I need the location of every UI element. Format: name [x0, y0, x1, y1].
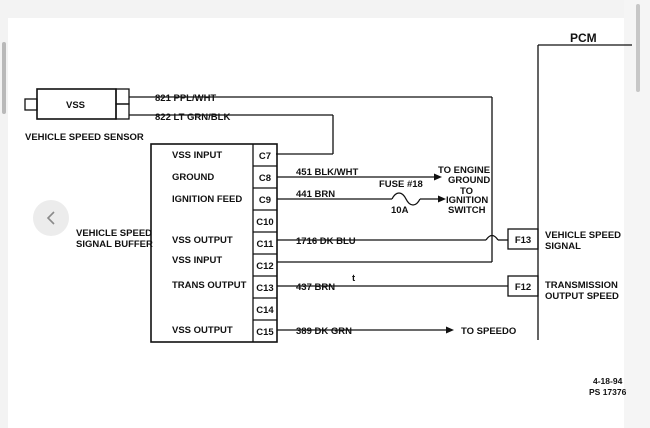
- scrollbar-thumb[interactable]: [636, 4, 640, 92]
- pin-number: C11: [257, 239, 275, 250]
- vss-label: VSS: [66, 100, 85, 111]
- wire-label-389: 389 DK GRN: [296, 326, 352, 337]
- pin-number: C9: [259, 195, 271, 206]
- pin-function-label: VSS INPUT: [172, 255, 222, 266]
- pcm-pin-label: OUTPUT SPEED: [545, 291, 619, 302]
- drawing-code: PS 17376: [589, 387, 627, 397]
- pin-function-label: VSS OUTPUT: [172, 325, 233, 336]
- document-page: [8, 18, 624, 428]
- ignition-destination-line3: SWITCH: [448, 205, 486, 216]
- pcm-pin-label: SIGNAL: [545, 241, 581, 252]
- pin-number: C8: [259, 173, 271, 184]
- drawing-date: 4-18-94: [593, 376, 623, 386]
- pcm-pin-label: TRANSMISSION: [545, 280, 618, 291]
- pin-function-label: IGNITION FEED: [172, 194, 242, 205]
- pin-number: C10: [256, 217, 273, 228]
- pin-number: C7: [259, 151, 271, 162]
- chevron-left-icon: [46, 211, 55, 225]
- pcm-pin-number: F12: [515, 282, 531, 293]
- fuse-rating: 10A: [391, 205, 409, 216]
- vss-caption: VEHICLE SPEED SENSOR: [25, 132, 144, 143]
- buffer-caption-line1: VEHICLE SPEED: [76, 228, 152, 239]
- pin-number: C12: [256, 261, 273, 272]
- ground-destination-line1: TO ENGINE: [438, 165, 490, 176]
- buffer-caption-line2: SIGNAL BUFFER: [76, 239, 153, 250]
- wire-label-441: 441 BRN: [296, 189, 335, 200]
- twist-mark: t: [352, 273, 356, 284]
- wire-label-821: 821 PPL/WHT: [155, 93, 216, 104]
- ignition-destination-line2: IGNITION: [446, 195, 488, 206]
- pin-number: C15: [256, 327, 274, 338]
- pcm-pin-number: F13: [515, 235, 531, 246]
- pin-function-label: GROUND: [172, 172, 214, 183]
- ignition-destination-line1: TO: [460, 186, 473, 197]
- ground-destination-line2: GROUND: [448, 175, 490, 186]
- previous-page-button[interactable]: [33, 200, 69, 236]
- pin-number: C13: [256, 283, 273, 294]
- wire-label-437: 437 BRN: [296, 282, 335, 293]
- pcm-pin-label: VEHICLE SPEED: [545, 230, 621, 241]
- pin-function-label: VSS OUTPUT: [172, 235, 233, 246]
- viewer-toolbar: [0, 0, 650, 18]
- wire-label-822: 822 LT GRN/BLK: [155, 112, 230, 123]
- speedo-destination: TO SPEEDO: [461, 326, 516, 337]
- wire-label-451: 451 BLK/WHT: [296, 167, 358, 178]
- side-scroll-indicator: [2, 42, 6, 114]
- pin-number: C14: [256, 305, 274, 316]
- fuse-label: FUSE #18: [379, 179, 423, 190]
- wire-label-1716: 1716 DK BLU: [296, 236, 356, 247]
- pin-function-label: VSS INPUT: [172, 150, 222, 161]
- pin-function-label: TRANS OUTPUT: [172, 280, 247, 291]
- pcm-label: PCM: [570, 31, 597, 45]
